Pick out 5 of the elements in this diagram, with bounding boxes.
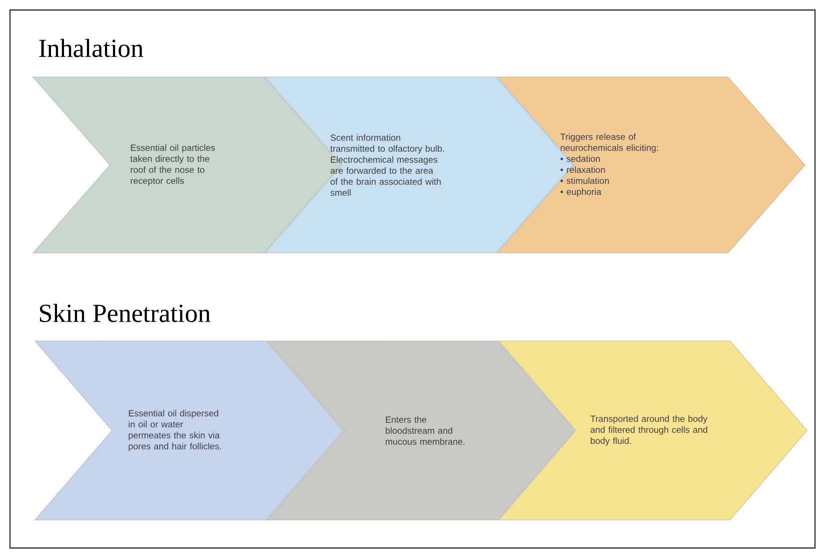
chevron-step: Transported around the body and filtered through cells and body fluid. [498, 340, 808, 520]
section-heading: Skin Penetration [40, 304, 210, 322]
chevron-step: Essential oil dispersed in oil or water permeates the skin via pores and hair follicles. [34, 340, 344, 520]
chevron-step: Enters the bloodstream and mucous membrane. [266, 340, 576, 520]
chevron-step: Triggers release of neurochemicals eliciting: • sedation • relaxation • stimulation • euphoria [496, 76, 806, 254]
